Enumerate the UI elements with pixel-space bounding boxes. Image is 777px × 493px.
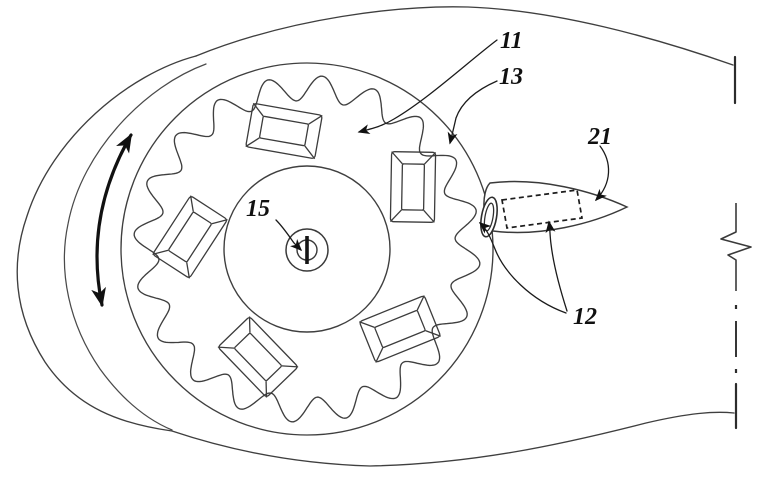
- ring-gear-wavy-profile: [133, 75, 481, 423]
- rotor-block-outer-edge: [389, 151, 437, 223]
- rotor-block-bevel-line: [189, 195, 194, 212]
- rotor-block-outer-edge: [152, 196, 228, 278]
- leader-21: [594, 145, 610, 202]
- hub-axis-mark: [305, 236, 309, 264]
- rotor-block-bevel-line: [423, 209, 435, 223]
- ref-label-11: 11: [500, 28, 523, 54]
- rotor-block-outer-edge: [359, 295, 441, 363]
- rotor-block-bevel-line: [423, 151, 437, 165]
- rotor-block-inner-edge: [234, 332, 282, 382]
- rotor-block-bevel-line: [217, 346, 235, 349]
- blade-assembly: [480, 180, 629, 238]
- hub: [223, 165, 391, 333]
- rotor-block-bevel-line: [359, 321, 375, 329]
- rotor-block-bevel-line: [375, 347, 384, 363]
- rotor-block-bevel-line: [416, 295, 425, 311]
- rotor-block: [245, 102, 323, 160]
- rotor-block: [217, 316, 299, 398]
- rotor-blocks: [152, 102, 441, 398]
- nacelle-outer-contour: [16, 55, 735, 467]
- rotor-block-bevel-line: [425, 329, 441, 337]
- nacelle-outline: [16, 6, 735, 467]
- section-break-symbols: [720, 55, 752, 430]
- nacelle-inner-rim: [63, 63, 207, 431]
- fuselage-top-line: [195, 6, 734, 66]
- rotor-block-bevel-line: [304, 145, 316, 160]
- rotor-block-bevel-line: [389, 209, 403, 223]
- rotation-double-arrow: [91, 133, 133, 307]
- leader-13: [447, 80, 498, 145]
- rotor-block-bevel-line: [265, 381, 268, 398]
- rotor-block: [152, 195, 228, 279]
- rotor-block-bevel-line: [152, 249, 169, 256]
- leader-12-to-bearing: [478, 222, 567, 314]
- rotor-block-bevel-line: [308, 114, 323, 125]
- ref-label-21: 21: [587, 124, 612, 150]
- rotor-block: [359, 295, 441, 363]
- blade-profile: [483, 180, 629, 234]
- rotor-block-inner-edge: [400, 163, 426, 211]
- rotor-block-bevel-line: [281, 365, 299, 368]
- rotor-block-inner-edge: [259, 115, 309, 147]
- reference-numerals: 11 13 21 12 15: [246, 28, 612, 330]
- leader-11: [357, 39, 498, 135]
- rotor-block-inner-edge: [168, 211, 212, 263]
- rotor-block-bevel-line: [391, 151, 403, 165]
- hidden-element-dashed-rect: [501, 189, 583, 229]
- rotor-block-bevel-line: [248, 316, 251, 333]
- rotor-block-bevel-line: [186, 262, 191, 279]
- leader-12-to-dashed-rect: [545, 220, 568, 312]
- ref-label-12: 12: [573, 304, 597, 330]
- ref-label-15: 15: [246, 196, 270, 222]
- ref-label-13: 13: [499, 64, 523, 90]
- rotor-block-outer-edge: [245, 103, 323, 159]
- hub-bore-outer-circle: [285, 228, 329, 272]
- leader-lines: [275, 39, 610, 314]
- rotor-block-outer-edge: [218, 317, 298, 397]
- rotor-block-bevel-line: [252, 102, 264, 117]
- rotor-block: [389, 151, 437, 223]
- break-zigzag: [720, 203, 752, 291]
- rotor-block-bevel-line: [245, 137, 260, 148]
- rotor-block-inner-edge: [374, 309, 426, 349]
- rotor-block-bevel-line: [211, 218, 228, 225]
- leader-15: [275, 219, 303, 252]
